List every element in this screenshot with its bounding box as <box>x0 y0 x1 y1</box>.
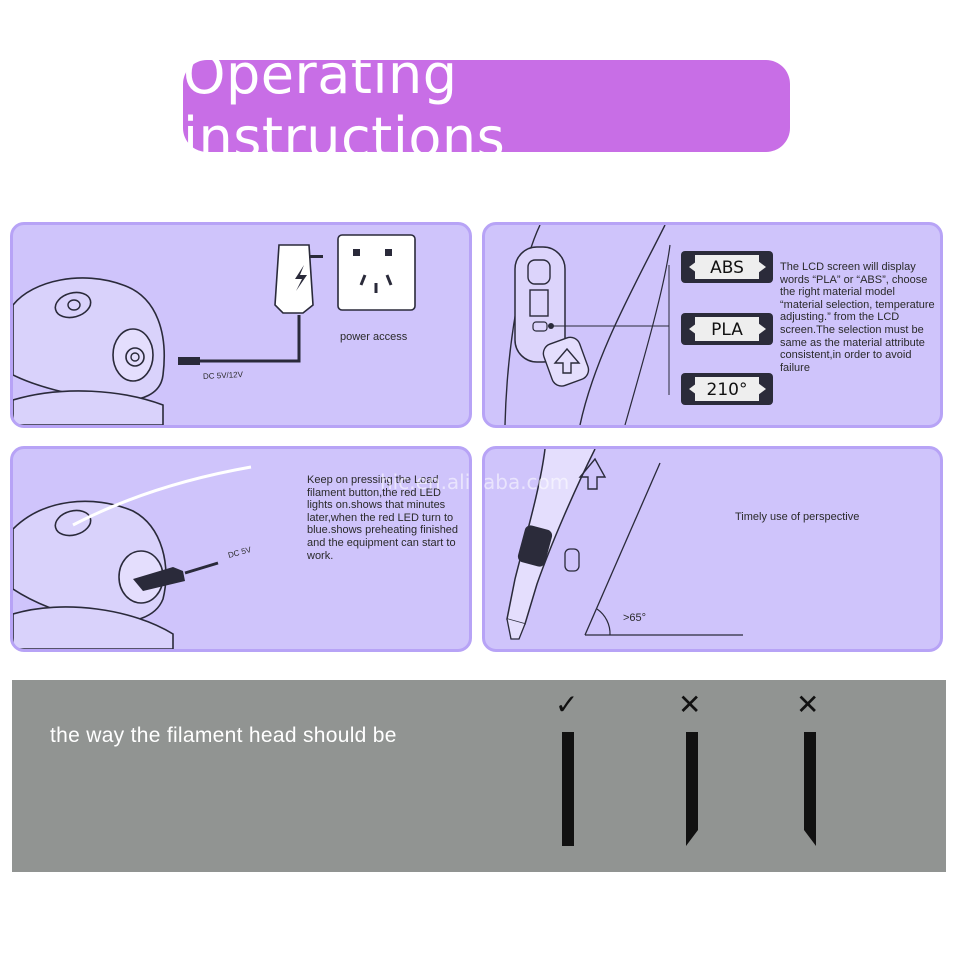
filament-tip-angled-1 <box>686 732 698 846</box>
panel-lcd-selection: ABS PLA 210° The LCD screen will display… <box>482 222 943 428</box>
power-access-label: power access <box>340 331 408 343</box>
power-illustration <box>13 234 416 425</box>
dc-voltage-label: DC 5V/12V <box>202 369 244 382</box>
page-title: Operating instructions <box>183 43 790 169</box>
filament-tip-correct <box>562 732 574 846</box>
lcd-illustration <box>504 225 773 425</box>
filament-caption: the way the filament head should be <box>50 724 397 747</box>
preheating-description: Keep on pressing the Load filament butto… <box>307 474 459 562</box>
perspective-illustration <box>506 449 743 640</box>
preheating-illustration <box>13 465 252 649</box>
watermark: hic.en.alibaba.com <box>380 470 570 494</box>
filament-tips <box>562 732 816 846</box>
lcd-value-pla: PLA <box>711 320 743 340</box>
wrong-mark-icon-1: ✕ <box>678 688 702 721</box>
wrong-mark-icon-2: ✕ <box>796 688 820 721</box>
angle-label: >65° <box>623 612 647 624</box>
filament-head-band: the way the filament head should be ✓ ✕ … <box>12 680 946 872</box>
filament-tip-angled-2 <box>804 732 816 846</box>
panel-preheating: DC 5V Keep on pressing the Load filament… <box>10 446 472 652</box>
correct-mark-icon: ✓ <box>555 688 579 721</box>
lcd-display-group <box>681 251 773 405</box>
perspective-description: Timely use of perspective <box>735 511 860 523</box>
lcd-value-temperature: 210° <box>706 380 748 400</box>
lcd-description: The LCD screen will display words “PLA” … <box>780 261 935 374</box>
lcd-value-abs: ABS <box>710 258 744 278</box>
panel-power-connection: power access DC 5V/12V <box>10 222 472 428</box>
panel-perspective: Timely use of perspective >65° <box>482 446 943 652</box>
